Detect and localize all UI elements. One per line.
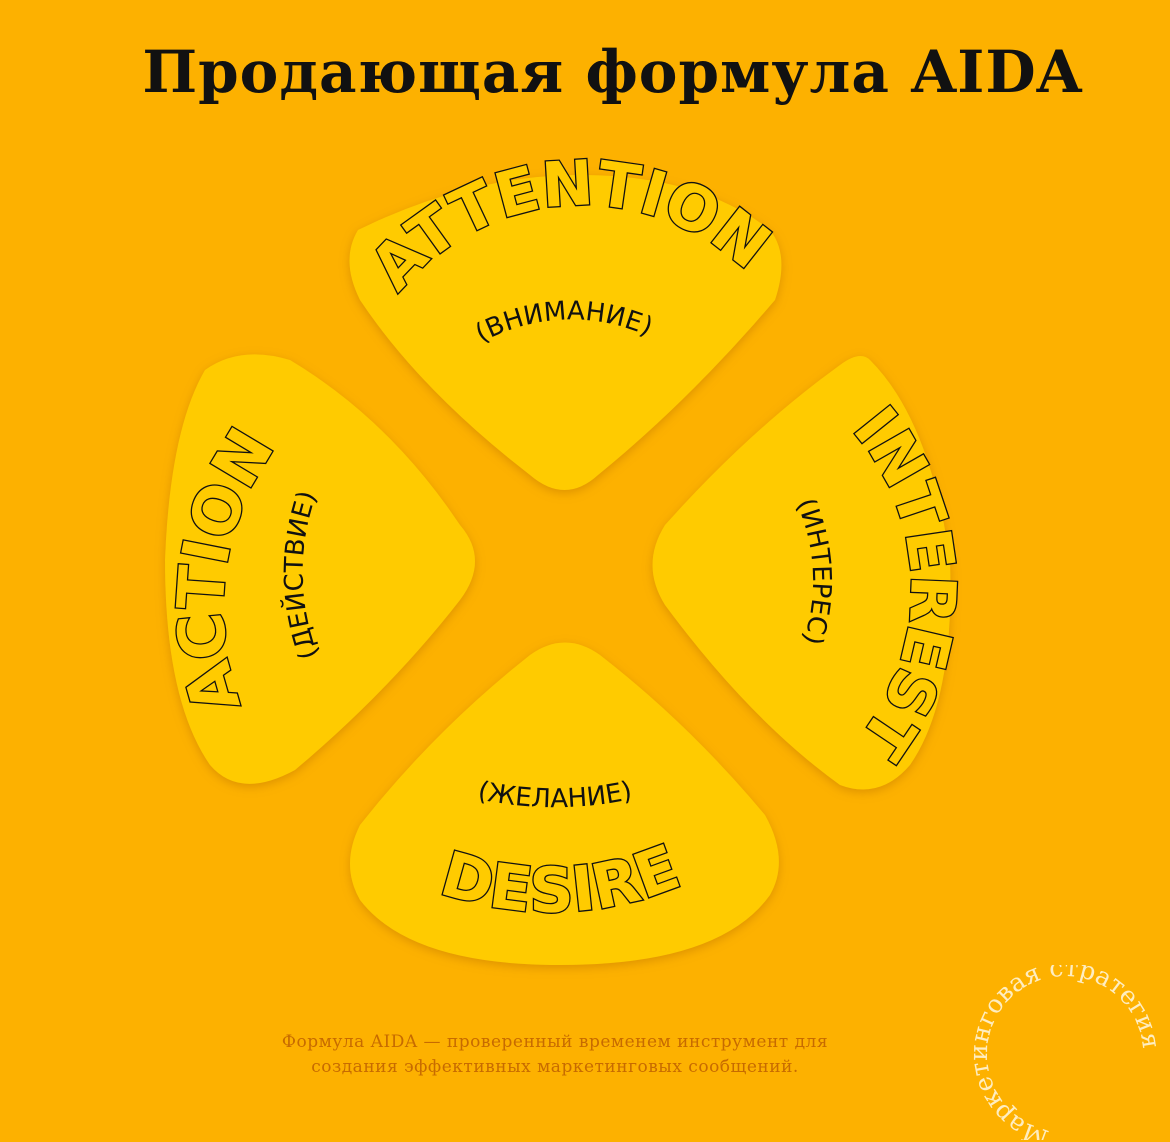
caption-line-1: Формула AIDA — проверенный временем инст… [281, 1032, 829, 1052]
stamp-badge: Маркетинговая стратегия [970, 965, 1160, 1140]
segment-action [165, 354, 475, 784]
segment-desire [350, 642, 779, 965]
segment-attention [349, 175, 782, 490]
caption-line-2: создания эффективных маркетинговых сообщ… [311, 1057, 799, 1077]
segment-interest [652, 356, 951, 790]
desire-label: DESIRE [433, 830, 688, 927]
caption: Формула AIDA — проверенный временем инст… [240, 1030, 870, 1080]
page-title: Продающая формула AIDA [142, 38, 1083, 106]
stamp-text: Маркетинговая стратегия [970, 965, 1160, 1140]
